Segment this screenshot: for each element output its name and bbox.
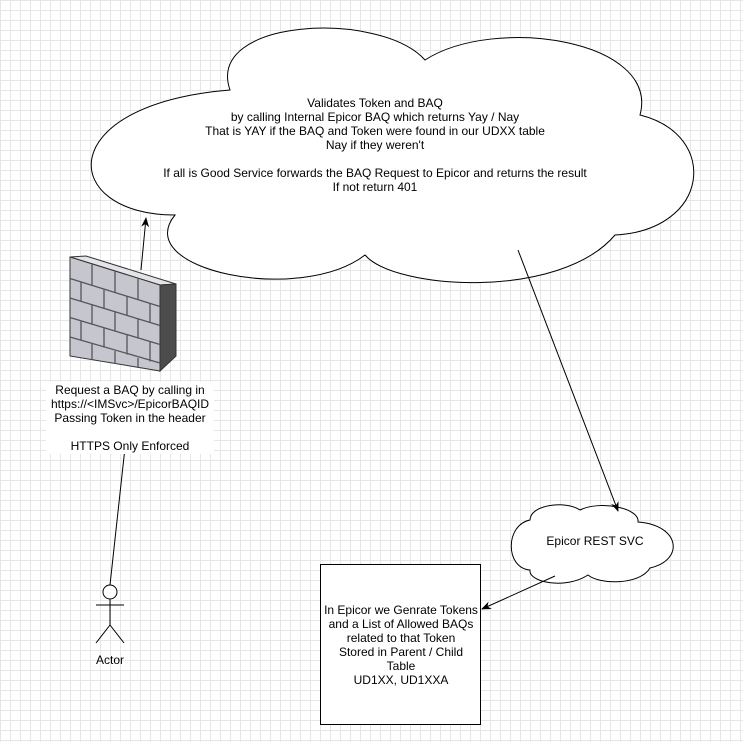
token-table-label: In Epicor we Genrate Tokens and a List o… xyxy=(321,603,481,687)
validation-line-5 xyxy=(140,152,610,166)
validation-line-3: That is YAY if the BAQ and Token were fo… xyxy=(205,124,545,138)
firewall-line-4 xyxy=(48,425,212,439)
firewall-line-2: https://<IMSvc>/EpicorBAQID xyxy=(50,397,210,411)
token-table-line-3: related to that Token xyxy=(346,631,456,645)
validation-line-2: by calling Internal Epicor BAQ which ret… xyxy=(230,110,520,124)
validation-cloud-label: Validates Token and BAQ by calling Inter… xyxy=(140,96,610,194)
validation-line-4: Nay if they weren't xyxy=(325,138,425,152)
epicor-rest-svc-cloud-shape[interactable] xyxy=(510,504,674,584)
firewall-icon[interactable] xyxy=(69,255,177,373)
token-table-line-1: In Epicor we Genrate Tokens xyxy=(324,603,478,617)
connector-firewall-cloud[interactable] xyxy=(140,217,150,271)
firewall-line-5: HTTPS Only Enforced xyxy=(70,439,190,453)
epicor-rest-svc-label: Epicor REST SVC xyxy=(546,534,644,548)
actor-label: Actor xyxy=(95,653,124,667)
firewall-line-3: Passing Token in the header xyxy=(54,411,206,425)
validation-line-7: If not return 401 xyxy=(332,180,418,194)
firewall-label: Request a BAQ by calling in https://<IMS… xyxy=(46,382,214,454)
connector-cloud-rest-svc[interactable] xyxy=(517,249,619,512)
firewall-line-1: Request a BAQ by calling in xyxy=(55,383,205,397)
token-table-line-4: Stored in Parent / Child xyxy=(338,645,464,659)
token-table-line-2: and a List of Allowed BAQs xyxy=(328,617,474,631)
connector-rest-svc-box[interactable] xyxy=(481,575,556,610)
token-table-line-5: Table xyxy=(386,659,416,673)
token-table-line-6: UD1XX, UD1XXA xyxy=(353,673,449,687)
actor-figure[interactable] xyxy=(95,584,125,644)
validation-line-1: Validates Token and BAQ xyxy=(307,96,443,110)
validation-line-6: If all is Good Service forwards the BAQ … xyxy=(163,166,587,180)
token-table-box[interactable] xyxy=(320,564,481,725)
validation-cloud-shape[interactable] xyxy=(90,27,695,283)
